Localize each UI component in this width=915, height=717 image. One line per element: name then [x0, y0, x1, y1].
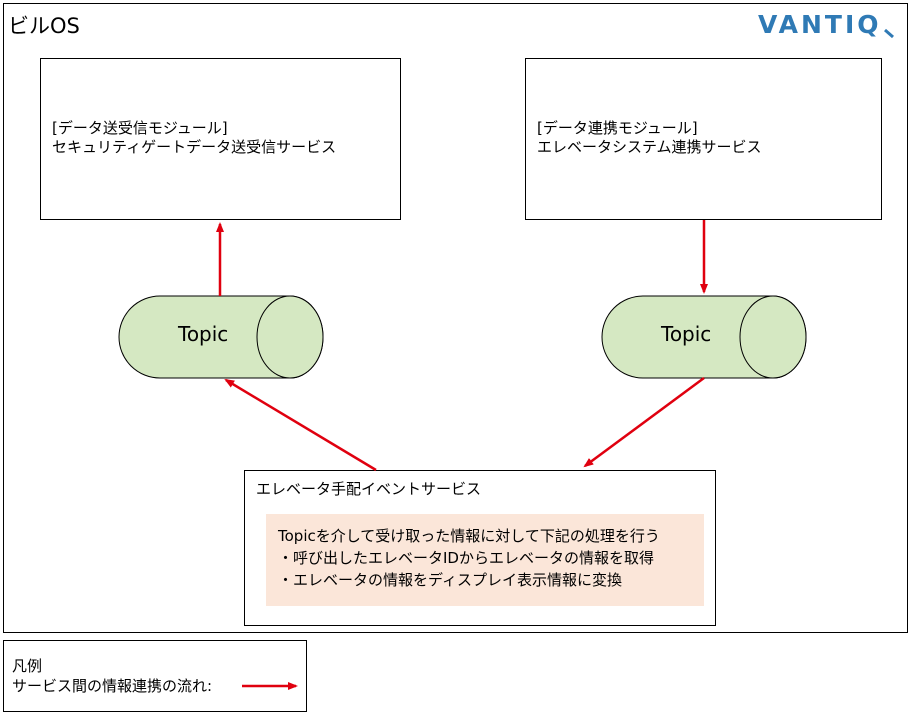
note-line-1: Topicを介して受け取った情報に対して下記の処理を行う: [278, 527, 660, 545]
legend-flow-label: サービス間の情報連携の流れ:: [12, 677, 213, 695]
topic-right-label: Topic: [661, 322, 712, 346]
legend-arrow-icon: [242, 682, 298, 690]
building-os-frame: [3, 3, 908, 633]
data-link-module-name: [データ連携モジュール]: [537, 119, 698, 137]
logo-q-tail: [884, 28, 894, 39]
logo-q: Q: [857, 10, 882, 39]
topic-left-cylinder: [118, 295, 324, 379]
note-line-3: ・エレベータの情報をディスプレイ表示情報に変換: [278, 571, 622, 589]
system-title: ビルOS: [8, 14, 80, 38]
legend-box: 凡例 サービス間の情報連携の流れ:: [3, 640, 307, 712]
data-link-module-box: [525, 58, 882, 220]
data-transmit-module-name: [データ送受信モジュール]: [52, 119, 228, 137]
security-gate-service-name: セキュリティゲートデータ送受信サービス: [52, 138, 337, 156]
topic-right-cylinder: [601, 295, 807, 379]
topic-left-label: Topic: [178, 322, 229, 346]
logo-text: VANTI: [758, 10, 858, 39]
data-transmit-module-box: [40, 58, 401, 220]
vantiq-logo: VANTIQ: [758, 10, 882, 39]
arrow-right-topic-to-dispatch: [583, 376, 705, 468]
processing-note: Topicを介して受け取った情報に対して下記の処理を行う ・呼び出したエレベータ…: [266, 514, 704, 606]
arrow-dispatch-to-left-topic: [224, 378, 377, 472]
elevator-link-service-name: エレベータシステム連携サービス: [537, 138, 762, 156]
legend-title: 凡例: [12, 657, 43, 675]
note-line-2: ・呼び出したエレベータIDからエレベータの情報を取得: [278, 549, 654, 567]
elevator-dispatch-service-title: エレベータ手配イベントサービス: [256, 480, 482, 498]
